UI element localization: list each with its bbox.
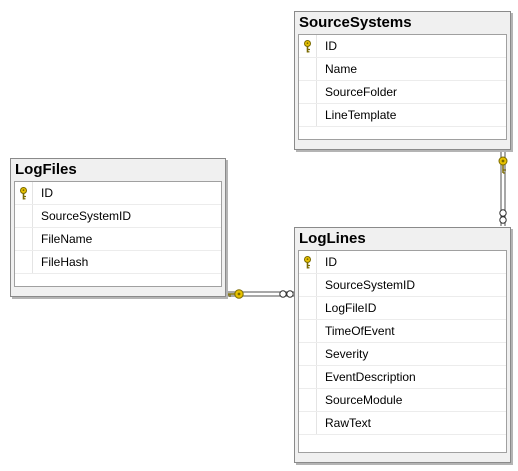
column-name: Name <box>325 62 358 76</box>
key-icon <box>304 40 311 53</box>
table-loglines[interactable]: LogLines ID SourceSystemID LogFileID <box>294 227 511 463</box>
table-title[interactable]: LogLines <box>299 230 366 247</box>
column-name: ID <box>325 255 337 269</box>
row-selector[interactable] <box>299 81 317 103</box>
row-selector[interactable] <box>299 412 317 434</box>
table-title[interactable]: SourceSystems <box>299 14 412 31</box>
row-selector[interactable] <box>299 104 317 126</box>
table-logfiles[interactable]: LogFiles ID SourceSystemID FileName <box>10 158 226 297</box>
column-row[interactable]: SourceModule <box>299 389 506 412</box>
column-name: RawText <box>325 416 372 430</box>
row-selector[interactable] <box>299 389 317 411</box>
key-icon <box>20 187 27 200</box>
column-row[interactable]: ID <box>299 35 506 58</box>
row-selector[interactable] <box>299 35 317 57</box>
column-row[interactable]: RawText <box>299 412 506 435</box>
row-selector[interactable] <box>299 343 317 365</box>
column-name: TimeOfEvent <box>325 324 395 338</box>
row-selector[interactable] <box>15 205 33 227</box>
column-row[interactable]: SourceFolder <box>299 81 506 104</box>
key-icon <box>227 289 244 299</box>
column-name: ID <box>41 186 53 200</box>
row-selector[interactable] <box>299 320 317 342</box>
column-row[interactable]: Severity <box>299 343 506 366</box>
column-name: LineTemplate <box>325 108 397 122</box>
row-selector[interactable] <box>299 297 317 319</box>
column-row[interactable]: SourceSystemID <box>299 274 506 297</box>
column-name: EventDescription <box>325 370 416 384</box>
table-title[interactable]: LogFiles <box>15 161 77 178</box>
column-name: FileName <box>41 232 93 246</box>
column-row[interactable]: ID <box>299 251 506 274</box>
column-name: Severity <box>325 347 369 361</box>
column-name: LogFileID <box>325 301 377 315</box>
column-name: SourceModule <box>325 393 403 407</box>
row-selector[interactable] <box>299 366 317 388</box>
table-sourcesystems[interactable]: SourceSystems ID Name SourceFolder <box>294 11 511 150</box>
column-name: SourceSystemID <box>325 278 416 292</box>
column-list: ID SourceSystemID FileName FileHash <box>14 181 222 287</box>
column-list: ID SourceSystemID LogFileID TimeOfEvent … <box>298 250 507 453</box>
row-selector[interactable] <box>15 182 33 204</box>
column-row[interactable]: ID <box>15 182 221 205</box>
column-name: FileHash <box>41 255 89 269</box>
column-name: ID <box>325 39 337 53</box>
column-row[interactable]: FileName <box>15 228 221 251</box>
column-row[interactable]: SourceSystemID <box>15 205 221 228</box>
column-list: ID Name SourceFolder LineTemplate <box>298 34 507 140</box>
column-row[interactable]: FileHash <box>15 251 221 274</box>
column-row[interactable]: LogFileID <box>299 297 506 320</box>
row-selector[interactable] <box>15 251 33 273</box>
column-name: SourceSystemID <box>41 209 132 223</box>
infinity-icon <box>499 209 507 224</box>
key-icon <box>304 256 311 269</box>
key-icon <box>498 156 508 174</box>
row-selector[interactable] <box>299 58 317 80</box>
column-row[interactable]: Name <box>299 58 506 81</box>
column-row[interactable]: TimeOfEvent <box>299 320 506 343</box>
row-selector[interactable] <box>299 251 317 273</box>
column-row[interactable]: EventDescription <box>299 366 506 389</box>
infinity-icon <box>279 290 294 298</box>
column-name: SourceFolder <box>325 85 398 99</box>
column-row[interactable]: LineTemplate <box>299 104 506 127</box>
row-selector[interactable] <box>299 274 317 296</box>
row-selector[interactable] <box>15 228 33 250</box>
